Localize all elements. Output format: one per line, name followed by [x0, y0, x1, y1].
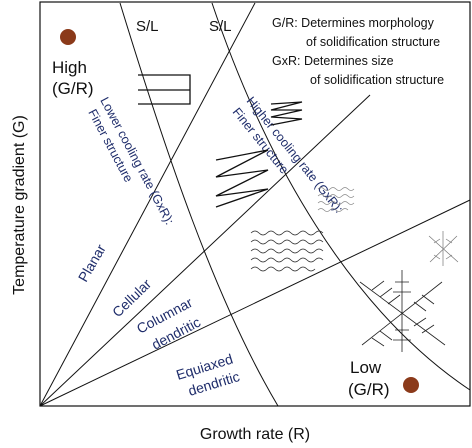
sl-label-right: S/L	[209, 18, 232, 35]
low-gr-label: Low	[350, 358, 382, 377]
y-axis-label: Temperature gradient (G)	[11, 115, 28, 295]
legend-gr-line: G/R: Determines morphology	[272, 16, 435, 30]
lower-cooling-rate-label: Lower cooling rate (GxR):	[97, 95, 176, 227]
equiaxed-dendrite-small	[428, 231, 459, 266]
x-axis-label: Growth rate (R)	[200, 426, 310, 443]
low-gr-dot	[403, 377, 419, 393]
legend-gxr-line: GxR: Determines size	[272, 54, 394, 68]
cellular-structure-sketch-large	[215, 149, 269, 208]
region-cellular-label: Cellular	[109, 275, 154, 320]
low-gr-ratio: (G/R)	[348, 380, 390, 399]
sl-label-left: S/L	[136, 18, 159, 35]
columnar-dendrites-large	[250, 230, 324, 272]
gr-line-cellular-columnar	[39, 94, 371, 407]
legend-gr-line2: of solidification structure	[306, 35, 440, 49]
cellular-structure-sketch-small	[270, 101, 303, 126]
columnar-dendrites-small	[317, 187, 355, 212]
sl-curve-higher	[211, 2, 471, 391]
planar-structure-sketch	[138, 74, 191, 105]
equiaxed-dendrite-large	[359, 270, 446, 352]
gr-line-columnar-equiaxed	[39, 199, 471, 407]
axes-frame	[39, 1, 471, 407]
legend-gxr-line2: of solidification structure	[310, 73, 444, 87]
sl-curve-lower	[119, 2, 279, 407]
region-planar-label: Planar	[75, 241, 109, 284]
gr-line-planar-cellular	[39, 2, 256, 407]
high-gr-label: High	[52, 58, 87, 77]
high-gr-dot	[60, 29, 76, 45]
high-gr-ratio: (G/R)	[52, 79, 94, 98]
